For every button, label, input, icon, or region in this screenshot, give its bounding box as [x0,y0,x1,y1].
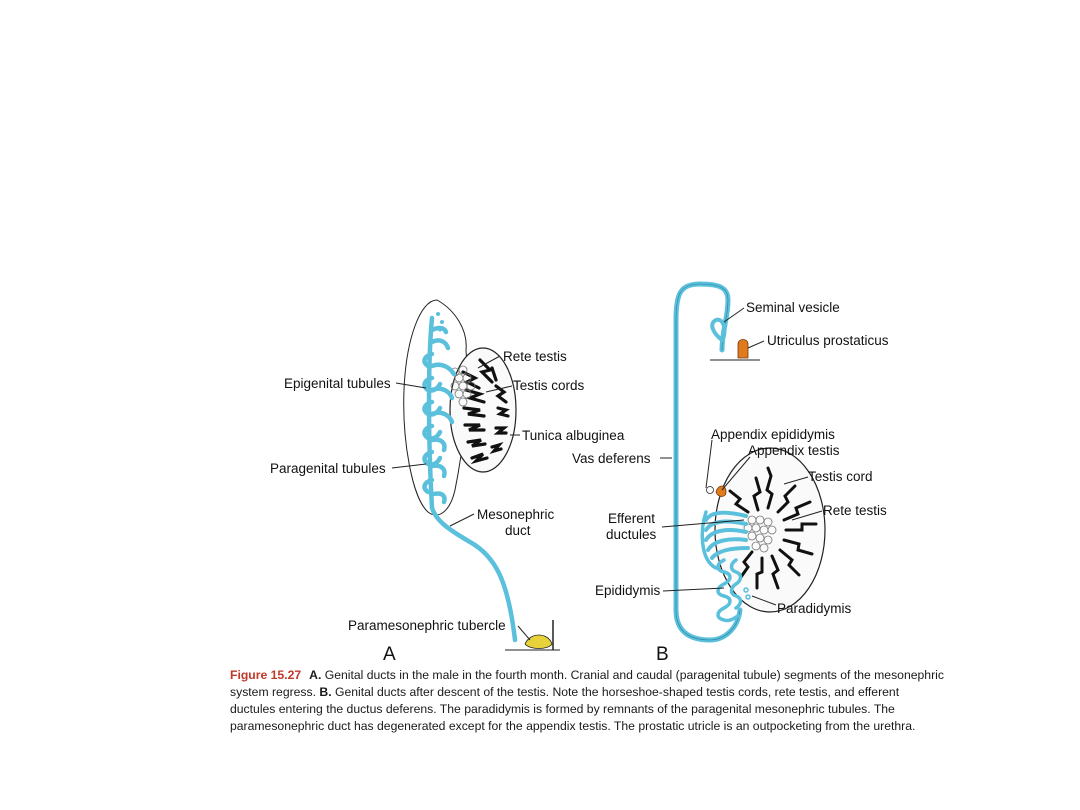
label-testis-cords: Testis cords [513,378,585,393]
label-appendix-epididymis: Appendix epididymis [711,427,835,442]
panel-letter-a: A [383,644,396,660]
label-seminal-vesicle: Seminal vesicle [746,300,840,315]
label-efferent-ductules-2: ductules [606,527,657,542]
testis-cords-a [461,358,510,465]
label-epididymis: Epididymis [595,583,661,598]
testis-cords-b [728,466,818,590]
caption-text-a: Genital ducts in the male in the fourth … [230,668,944,699]
caption-text-b: Genital ducts after descent of the testi… [230,685,916,733]
caption-marker-a: A. [309,668,322,682]
utriculus-shape [737,339,749,359]
epididymis-shape [700,510,743,623]
label-utriculus-prostaticus: Utriculus prostaticus [767,333,889,348]
panel-b: Seminal vesicle Utriculus prostaticus Ap… [572,281,889,660]
efferent-ductules-shape [704,510,750,560]
label-tunica-albuginea: Tunica albuginea [522,428,625,443]
label-paradidymis: Paradidymis [777,601,852,616]
label-paragenital-tubules: Paragenital tubules [270,461,386,476]
label-efferent-ductules-1: Efferent [608,511,655,526]
label-testis-cord: Testis cord [808,469,873,484]
label-vas-deferens: Vas deferens [572,451,651,466]
rete-testis-a [450,365,476,407]
label-mesonephric-duct-2: duct [505,523,531,538]
appendix-epididymis-shape [706,486,714,494]
figure-number: Figure 15.27 [230,668,302,682]
label-epigenital-tubules: Epigenital tubules [284,376,391,391]
label-rete-testis-a: Rete testis [503,349,567,364]
mesonephros-outline [403,299,468,516]
caption-marker-b: B. [319,685,332,699]
paradidymis-shape [743,587,751,600]
panel-a: Rete testis Testis cords Epigenital tubu… [270,299,625,660]
label-appendix-testis: Appendix testis [748,443,840,458]
seminal-vesicle-shape [710,317,727,342]
genital-ducts-figure: Rete testis Testis cords Epigenital tubu… [270,281,889,660]
cranial-remnants [436,312,444,332]
paramesonephric-tubercle-shape [505,620,560,651]
figure-caption: Figure 15.27 A. Genital ducts in the male… [230,667,945,735]
testis-b [714,447,826,613]
label-paramesonephric-tubercle: Paramesonephric tubercle [348,618,506,633]
mesonephric-duct-a [422,315,518,643]
panel-letter-b: B [656,644,669,660]
label-mesonephric-duct-1: Mesonephric [477,507,555,522]
label-rete-testis-b: Rete testis [823,503,887,518]
testis-a [449,347,517,473]
